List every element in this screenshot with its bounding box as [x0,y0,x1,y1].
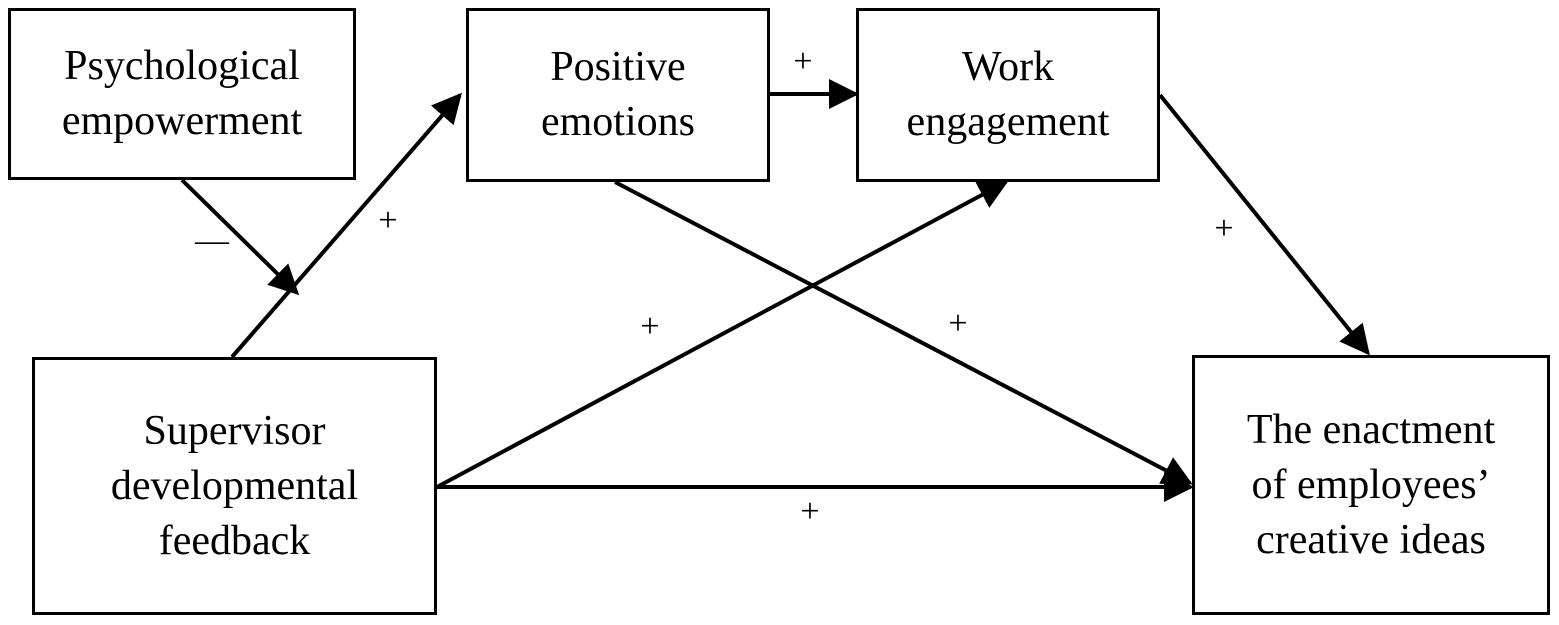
sign-empowerment-moderation: — [194,222,230,259]
sign-emotions-to-engagement: + [793,43,812,80]
node-supervisor-developmental-feedback: Supervisor developmental feedback [32,357,437,615]
node-label: Supervisor developmental feedback [110,407,359,564]
arrow-feedback-to-emotions [230,92,462,359]
node-label: The enactment of employees’ creative ide… [1246,406,1496,563]
arrow-emotions-to-ideas [614,180,1193,485]
sign-engagement-to-ideas: + [1214,210,1233,247]
node-label: Positive emotions [541,44,695,145]
node-creative-ideas-enactment: The enactment of employees’ creative ide… [1192,355,1550,615]
arrow-feedback-to-engagement [436,180,1009,489]
arrow-empowerment-moderation [180,178,300,296]
node-label: Work engagement [906,44,1110,145]
node-work-engagement: Work engagement [856,8,1160,182]
node-label: Psychological empowerment [61,43,303,144]
node-positive-emotions: Positive emotions [466,8,770,182]
sign-feedback-to-emotions: + [378,202,397,239]
sign-emotions-to-ideas: + [948,305,967,342]
sign-feedback-to-engagement: + [640,308,659,345]
sign-feedback-to-ideas: + [800,493,819,530]
node-psychological-empowerment: Psychological empowerment [8,8,356,180]
arrow-engagement-to-ideas [1158,93,1370,356]
